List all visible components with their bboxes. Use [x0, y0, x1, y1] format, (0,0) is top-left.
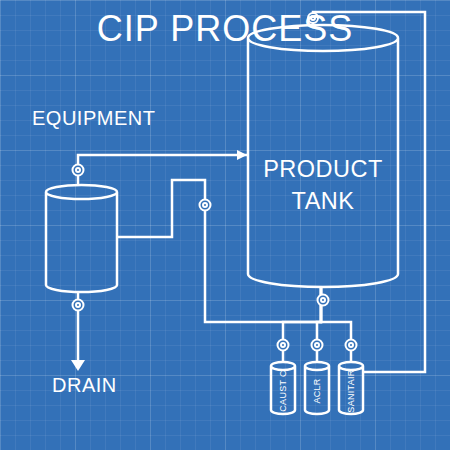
chemical-canister: ACLR — [304, 362, 330, 414]
chemical-canister: SANITAIR — [338, 362, 364, 414]
valve-symbol — [346, 340, 357, 351]
product-tank: PRODUCT TANK — [247, 25, 399, 287]
node-label: PRODUCT TANK — [263, 153, 383, 217]
valve-symbol — [200, 200, 211, 211]
drain-line — [71, 292, 85, 371]
cylinder-outline — [339, 362, 363, 414]
cylinder-outline — [271, 362, 295, 414]
equipment-vessel-outline — [45, 185, 118, 292]
valve-symbol — [318, 295, 329, 306]
cylinder-outline — [305, 362, 329, 414]
pipe-connector — [78, 155, 247, 185]
valve-symbol — [278, 340, 289, 351]
drain-label: DRAIN — [52, 374, 117, 397]
cylinder-outline — [46, 185, 117, 292]
valve-symbol — [312, 340, 323, 351]
cylinder-outline — [248, 25, 398, 287]
pipe-connector — [118, 180, 321, 322]
canister-label: ACLR — [312, 378, 322, 403]
chemical-canister: CAUST C — [270, 362, 296, 414]
node-label: EQUIPMENT — [32, 107, 155, 130]
valve-symbol — [73, 165, 84, 176]
equipment-vessel: EQUIPMENT — [45, 185, 118, 292]
valve-symbol — [73, 300, 84, 311]
canister-label: SANITAIR — [346, 369, 356, 412]
canister-label: CAUST C — [278, 370, 288, 411]
